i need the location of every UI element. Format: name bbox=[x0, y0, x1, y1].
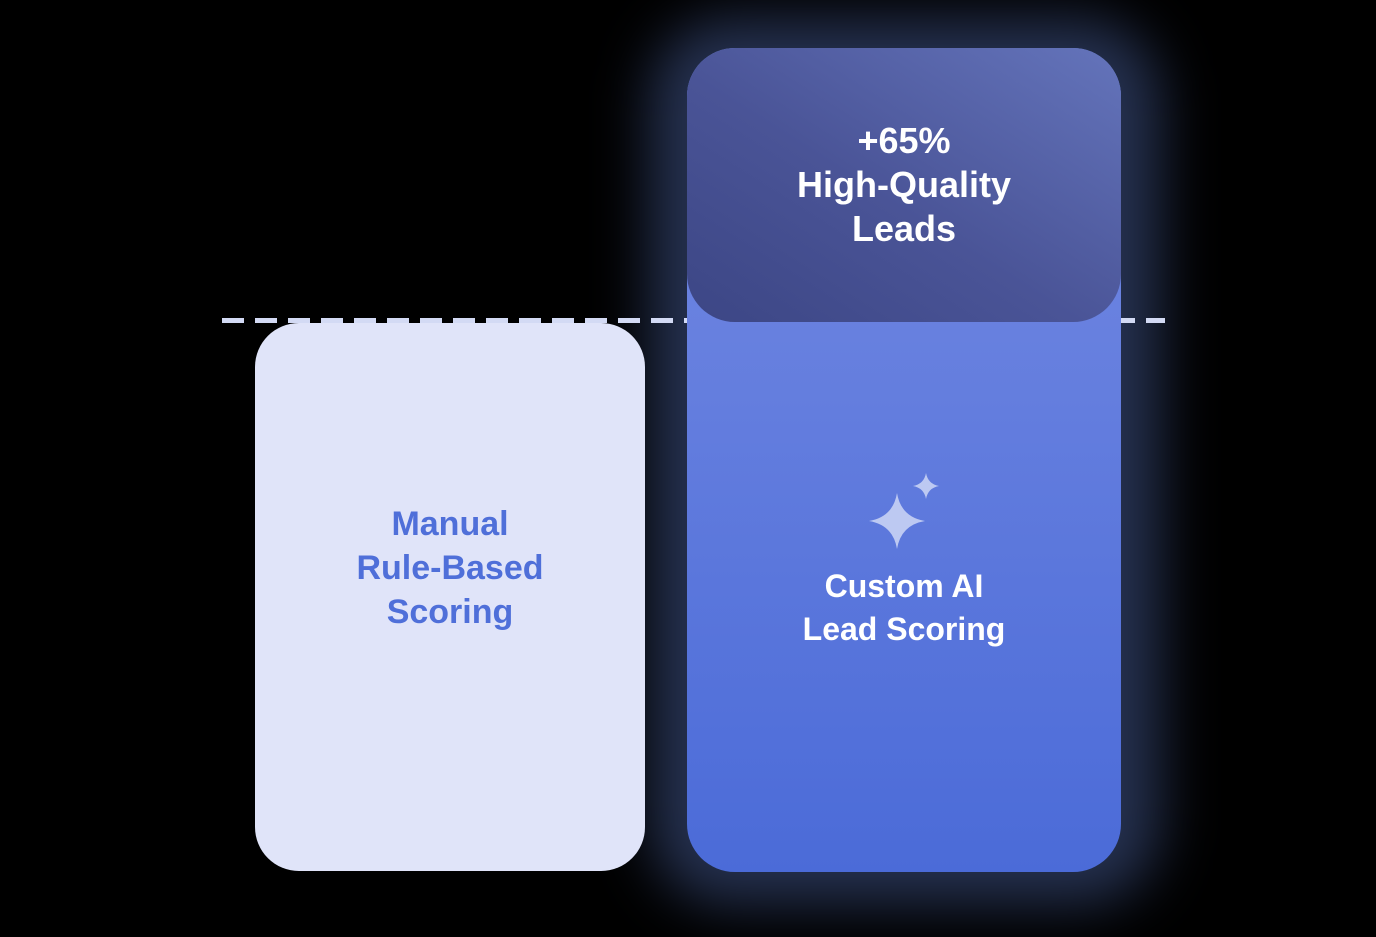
manual-card-label-line1: Manual bbox=[391, 505, 509, 543]
sparkles-icon bbox=[869, 473, 939, 549]
manual-card-label-line3: Scoring bbox=[386, 593, 514, 631]
uplift-badge: +65% High-Quality Leads bbox=[687, 48, 1121, 322]
ai-scoring-card: +65% High-Quality Leads Custom AI Lead S… bbox=[687, 48, 1121, 872]
uplift-badge-line1: +65% bbox=[857, 120, 951, 161]
manual-card-label-line2: Rule-Based bbox=[356, 549, 544, 587]
ai-card-body: Custom AI Lead Scoring bbox=[687, 322, 1121, 872]
ai-card-label-line1: Custom AI bbox=[824, 568, 984, 604]
uplift-badge-line2: High-Quality bbox=[797, 164, 1011, 205]
manual-scoring-card: Manual Rule-Based Scoring bbox=[255, 323, 645, 871]
uplift-badge-line3: Leads bbox=[851, 208, 957, 249]
ai-card-label-line2: Lead Scoring bbox=[802, 611, 1006, 647]
